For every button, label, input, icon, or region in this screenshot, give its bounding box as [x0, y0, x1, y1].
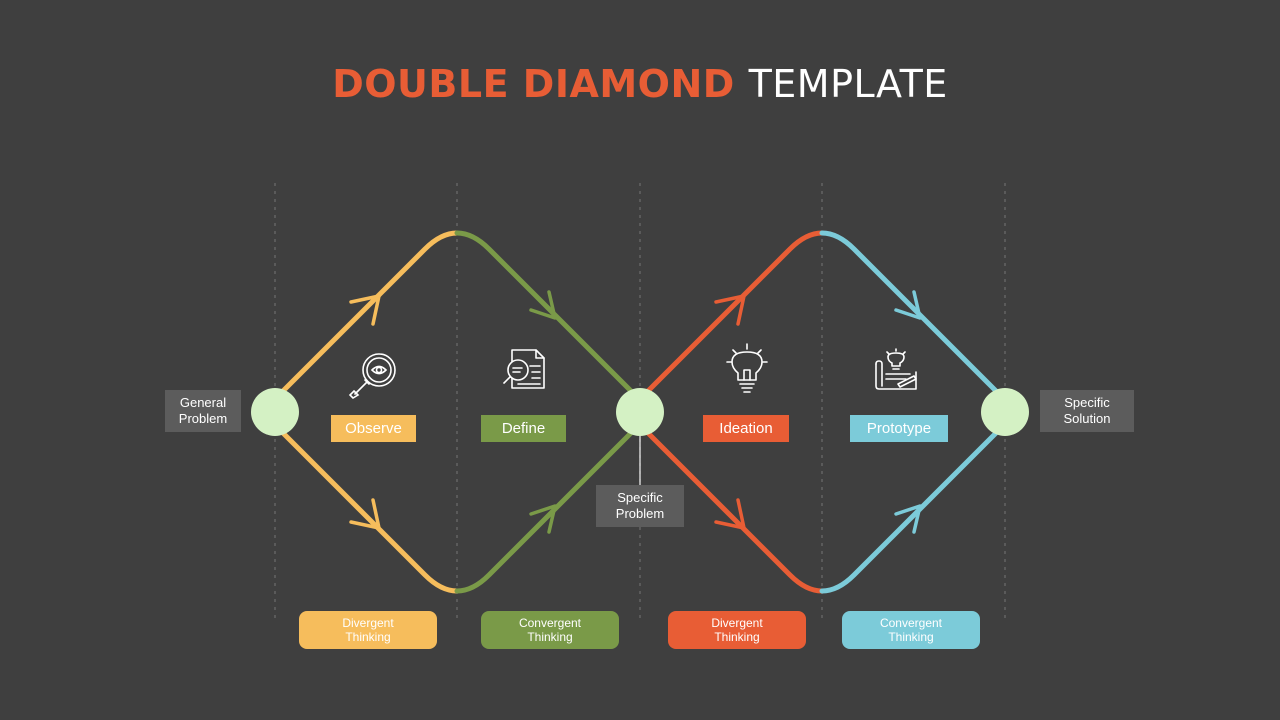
title-accent: DOUBLE DIAMOND — [332, 62, 735, 106]
document-search-icon — [503, 349, 545, 389]
phase-label-prototype: Prototype — [850, 415, 948, 442]
arrow-up-right — [714, 294, 746, 326]
arrow-up-right — [529, 504, 557, 534]
node-specific-solution — [981, 388, 1029, 436]
prototype-path — [819, 230, 1000, 594]
define-path — [454, 230, 635, 594]
arrow-down-right — [714, 498, 746, 530]
lightbulb-icon — [726, 343, 768, 393]
phase-label-observe: Observe — [331, 415, 416, 442]
blueprint-idea-icon — [875, 348, 917, 390]
node-general-problem — [251, 388, 299, 436]
specific-problem-box: Specific Problem — [596, 485, 684, 527]
title-rest: TEMPLATE — [748, 62, 948, 106]
thinking-divergent-2: Divergent Thinking — [668, 611, 806, 649]
thinking-convergent-2: Convergent Thinking — [842, 611, 980, 649]
node-specific-problem — [616, 388, 664, 436]
arrow-down-right — [894, 290, 922, 320]
specific-solution-box: Specific Solution — [1040, 390, 1134, 432]
observe-path — [280, 230, 460, 594]
arrow-down-right — [529, 290, 557, 320]
thinking-convergent-1: Convergent Thinking — [481, 611, 619, 649]
phase-label-define: Define — [481, 415, 566, 442]
phase-label-ideation: Ideation — [703, 415, 789, 442]
arrow-up-right — [349, 294, 381, 326]
ideation-path — [645, 230, 825, 594]
general-problem-box: General Problem — [165, 390, 241, 432]
page-title: DOUBLE DIAMOND TEMPLATE — [0, 62, 1280, 106]
arrow-down-right — [349, 498, 381, 530]
magnifier-eye-icon — [348, 353, 396, 400]
thinking-divergent-1: Divergent Thinking — [299, 611, 437, 649]
arrow-up-right — [894, 504, 922, 534]
